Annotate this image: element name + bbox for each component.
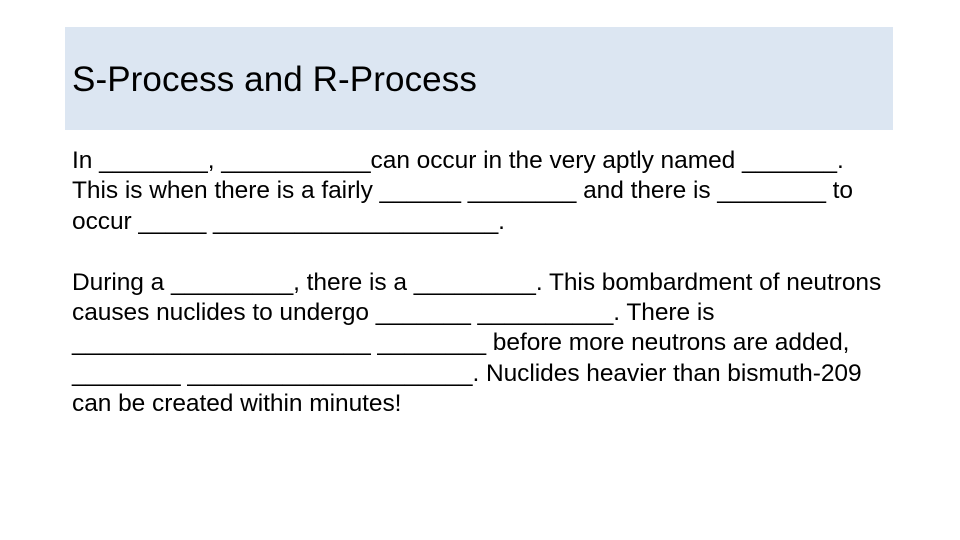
body-paragraph-1: In ________, ___________can occur in the… [72,147,860,235]
slide-body: In ________, ___________can occur in the… [72,146,890,420]
title-band: S-Process and R-Process [65,27,893,130]
page-title: S-Process and R-Process [72,60,477,99]
body-paragraph-2: During a _________, there is a _________… [72,268,888,418]
